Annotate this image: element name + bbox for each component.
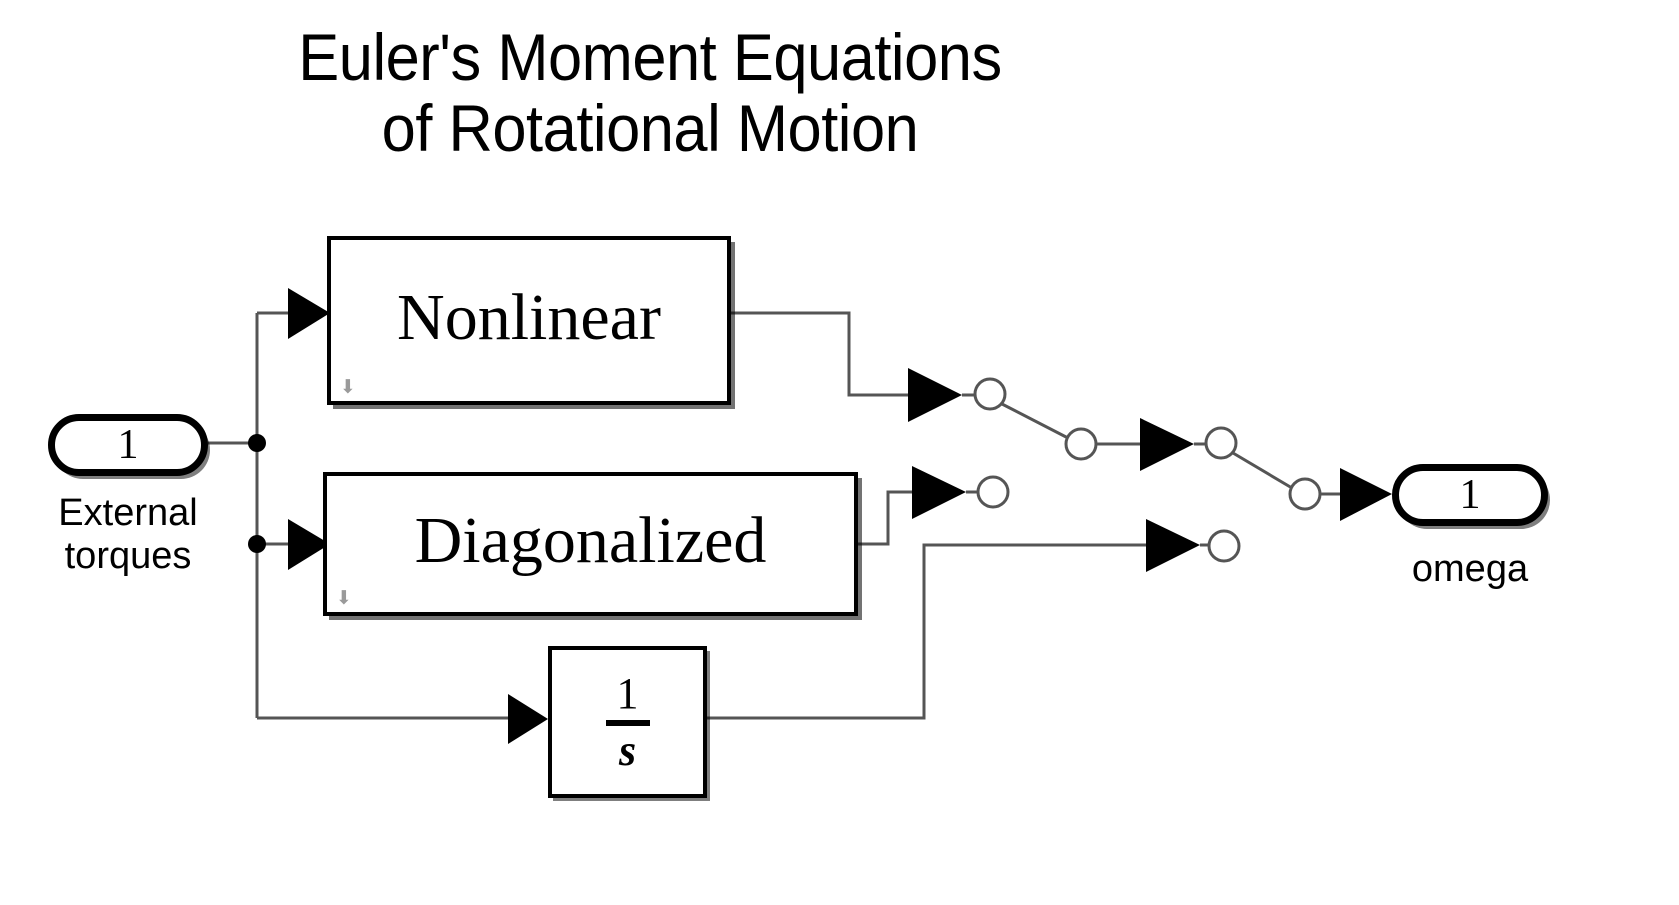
junction-dot-lower xyxy=(248,535,266,553)
diagram-title: Euler's Moment Equations of Rotational M… xyxy=(46,20,1255,166)
switch-throw-4 xyxy=(1232,451,1293,490)
block-nonlinear[interactable]: Nonlinear ⬇ xyxy=(327,236,731,405)
switch-throw-1 xyxy=(1001,402,1069,440)
wire-nonlinear-to-switch1 xyxy=(731,311,908,397)
down-arrow-icon: ⬇ xyxy=(336,587,352,609)
switch-terminal-2a xyxy=(976,475,1010,509)
input-port-external-torques[interactable]: 1 xyxy=(48,414,208,476)
switch-terminal-3a xyxy=(1207,529,1241,563)
arrowhead-nonlinear-input xyxy=(288,288,330,339)
arrowhead-integrator-input xyxy=(508,694,548,744)
switch-terminal-1a xyxy=(973,377,1007,411)
title-line-2: of Rotational Motion xyxy=(381,91,919,166)
wire-diagonalized-to-switch2 xyxy=(858,490,912,546)
junction-dot-upper xyxy=(248,434,266,452)
switch-terminal-4a xyxy=(1204,426,1238,460)
arrowhead-switch1-input xyxy=(908,368,962,422)
input-port-number: 1 xyxy=(117,422,139,468)
input-port-caption: External torques xyxy=(58,492,198,577)
output-port-omega[interactable]: 1 xyxy=(1392,464,1548,526)
arrowhead-switch4-input xyxy=(1140,418,1194,471)
block-integrator[interactable]: 1 s xyxy=(548,646,707,798)
arrowhead-switch3-input xyxy=(1146,519,1200,572)
integrator-numerator: 1 xyxy=(616,668,639,718)
fraction-bar xyxy=(605,719,650,726)
down-arrow-icon: ⬇ xyxy=(340,376,356,398)
block-diagonalized[interactable]: Diagonalized ⬇ xyxy=(323,472,858,616)
title-line-1: Euler's Moment Equations xyxy=(298,20,1002,94)
integrator-transfer-function: 1 s xyxy=(605,668,650,775)
integrator-denominator: s xyxy=(618,725,637,775)
arrowhead-output-port-input xyxy=(1340,468,1392,521)
block-diagonalized-label: Diagonalized xyxy=(414,504,767,577)
arrowhead-switch2-input xyxy=(912,466,966,519)
output-port-caption: omega xyxy=(1411,548,1529,590)
switch-terminal-1b xyxy=(1064,427,1098,461)
switch-terminal-4b xyxy=(1288,477,1322,511)
block-nonlinear-label: Nonlinear xyxy=(397,280,661,354)
output-port-number: 1 xyxy=(1459,472,1481,518)
